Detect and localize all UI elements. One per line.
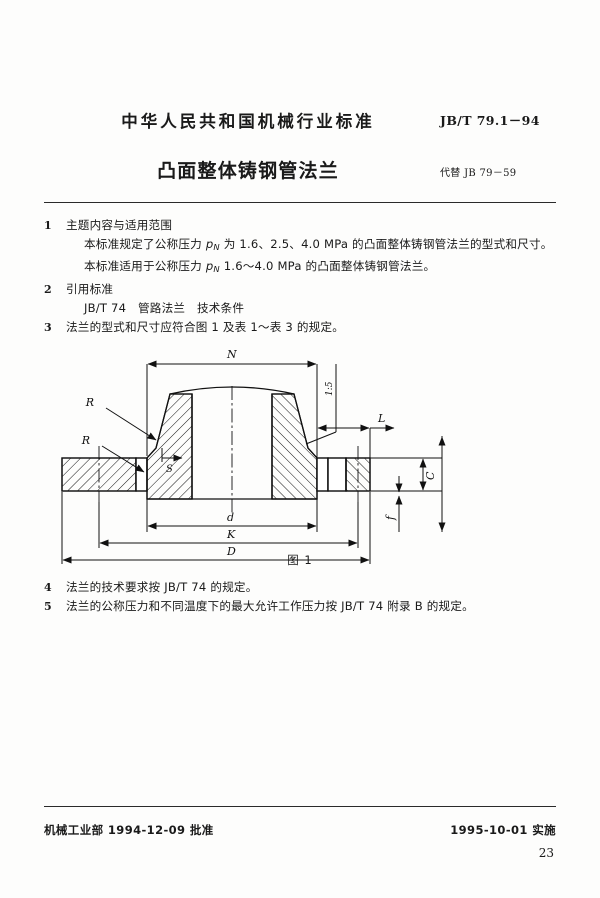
page-number: 23 [538, 846, 554, 860]
effective-date: 1995-10-01 实施 [450, 823, 556, 837]
flange-cross-section-svg: N R R S L d K D C f 1:5 [61, 348, 446, 564]
clause-number: 1 [44, 219, 52, 232]
clause-list-upper: 1 主题内容与适用范围 本标准规定了公称压力 pN 为 1.6、2.5、4.0 … [44, 216, 556, 337]
standard-code: JB/T 79.1－94 [440, 113, 540, 128]
dimension-label-C: C [424, 471, 437, 480]
clause-item: 4 法兰的技术要求按 JB/T 74 的规定。 [44, 578, 556, 597]
dimension-label-N: N [226, 348, 237, 361]
dimension-label-D: D [226, 545, 236, 558]
clause-item: JB/T 74 管路法兰 技术条件 [44, 299, 556, 318]
clause-number: 2 [44, 282, 52, 296]
issuing-organization: 中华人民共和国机械行业标准 [121, 112, 375, 131]
dimension-label-L: L [377, 412, 385, 425]
page-title: 凸面整体铸钢管法兰 [157, 160, 339, 182]
clause-text: 法兰的技术要求按 JB/T 74 的规定。 [66, 580, 258, 594]
dimension-label-R-lower: R [81, 434, 90, 447]
clause-text: 法兰的公称压力和不同温度下的最大允许工作压力按 JB/T 74 附录 B 的规定… [66, 599, 474, 614]
header-divider [44, 202, 556, 203]
replaces-standard: 代替 JB 79－59 [440, 168, 517, 179]
clause-text: 主题内容与适用范围 [66, 218, 173, 232]
centerlines [98, 386, 359, 512]
clause-text: 法兰的型式和尺寸应符合图 1 及表 1～表 3 的规定。 [66, 320, 345, 335]
clause-text: 引用标准 [66, 281, 114, 296]
clause-item: 本标准规定了公称压力 pN 为 1.6、2.5、4.0 MPa 的凸面整体铸钢管… [44, 235, 556, 257]
clause-item: 本标准适用于公称压力 pN 1.6～4.0 MPa 的凸面整体铸钢管法兰。 [44, 257, 556, 279]
clause-text: JB/T 74 管路法兰 技术条件 [84, 300, 245, 315]
figure-caption: 图 1 [287, 553, 313, 567]
figure-flange-drawing: N R R S L d K D C f 1:5 [44, 336, 556, 568]
clause-item: 1 主题内容与适用范围 [44, 216, 556, 235]
dimension-label-d: d [227, 511, 234, 524]
clause-item: 2 引用标准 [44, 280, 556, 299]
dimension-label-R-upper: R [85, 396, 94, 409]
clause-item: 3 法兰的型式和尺寸应符合图 1 及表 1～表 3 的规定。 [44, 318, 556, 337]
dimension-labels: N R R S L d K D C f 1:5 [81, 348, 437, 558]
dimension-label-S: S [166, 464, 173, 475]
footer-divider [44, 806, 556, 807]
clause-number: 4 [44, 581, 52, 594]
dimension-label-f: f [384, 514, 397, 521]
dimension-lines [61, 360, 446, 564]
dimension-label-K: K [226, 528, 236, 541]
clause-text: 本标准规定了公称压力 pN 为 1.6、2.5、4.0 MPa 的凸面整体铸钢管… [84, 237, 553, 253]
clause-number: 5 [44, 600, 52, 614]
flange-body-outline [61, 386, 371, 500]
clause-number: 3 [44, 321, 52, 335]
clause-text: 本标准适用于公称压力 pN 1.6～4.0 MPa 的凸面整体铸钢管法兰。 [84, 259, 436, 275]
taper-ratio-label: 1:5 [325, 381, 335, 396]
clause-list-lower: 4 法兰的技术要求按 JB/T 74 的规定。 5 法兰的公称压力和不同温度下的… [44, 578, 556, 616]
clause-item: 5 法兰的公称压力和不同温度下的最大允许工作压力按 JB/T 74 附录 B 的… [44, 597, 556, 616]
approval-statement: 机械工业部 1994-12-09 批准 [44, 823, 214, 837]
